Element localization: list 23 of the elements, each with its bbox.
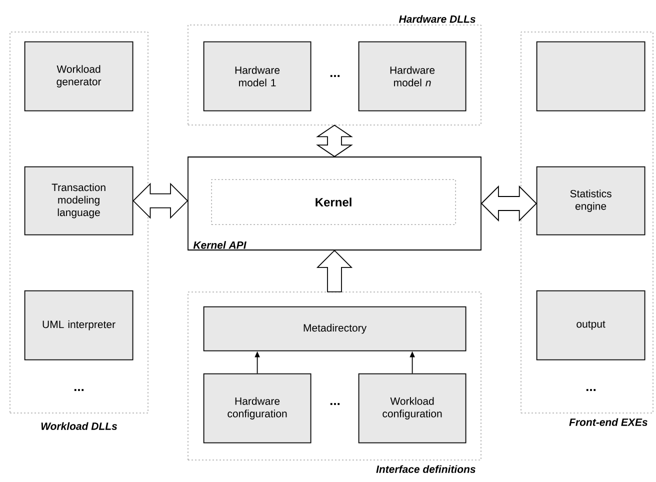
- ellipsis-label: ...: [74, 389, 84, 391]
- node-label: Front-end EXEs: [569, 418, 648, 426]
- ellipsis-label: ...: [330, 75, 340, 77]
- node-label: Hardware DLLs: [398, 15, 476, 23]
- node-label: Interface definitions: [376, 465, 476, 473]
- component-box: Hardware model 1: [203, 41, 312, 112]
- component-box: Workload generator: [24, 41, 134, 112]
- component-box: Statistics engine: [536, 166, 646, 236]
- block-arrow: [316, 250, 353, 292]
- component-box: Hardware configuration: [203, 373, 312, 444]
- block-arrow: [132, 182, 188, 219]
- block-arrow: [316, 124, 353, 158]
- kernel-box: Kernel: [211, 179, 456, 225]
- node-label: Workload DLLs: [41, 422, 118, 430]
- component-box: Metadirectory: [203, 306, 466, 352]
- component-box: Transaction modeling language: [24, 166, 134, 236]
- component-box: output: [536, 290, 646, 360]
- component-box: UML interpreter: [24, 290, 134, 360]
- component-box: Workload configuration: [358, 373, 466, 444]
- component-box: Hardware model n: [358, 41, 466, 112]
- ellipsis-label: ...: [330, 403, 340, 405]
- ellipsis-label: ...: [586, 389, 596, 391]
- component-box: [536, 41, 646, 112]
